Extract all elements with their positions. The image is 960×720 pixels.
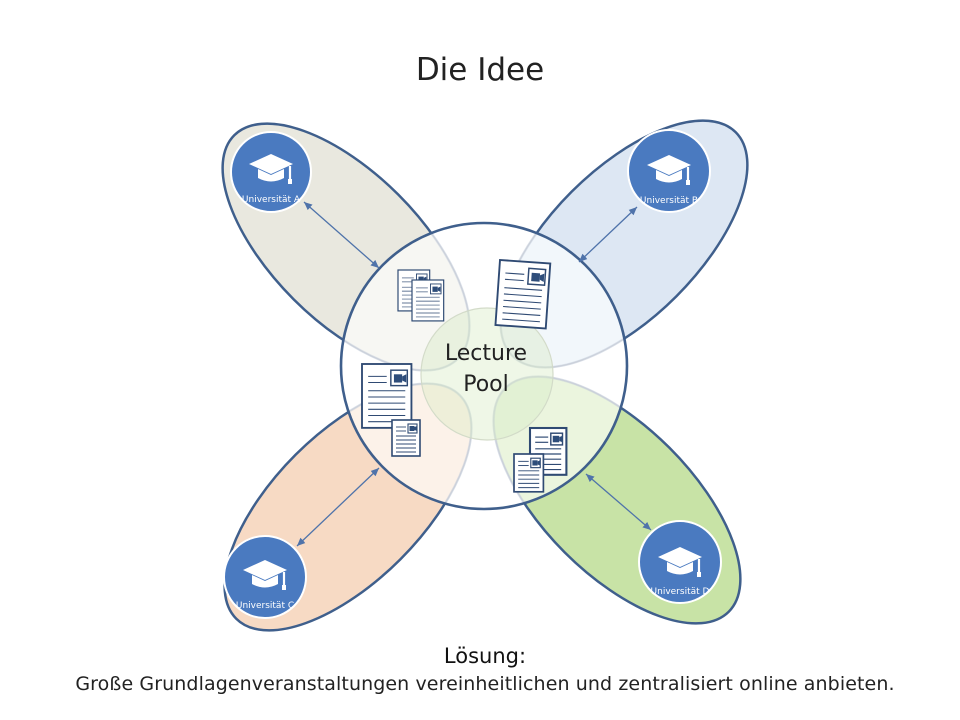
slide-title: Die Idee	[415, 52, 545, 88]
document-video-icon	[513, 453, 545, 493]
universitaet-c-badge[interactable]: Universität C	[223, 535, 307, 619]
universitaet-a-label: Universität A	[242, 195, 301, 205]
universitaet-b-badge[interactable]: Universität B	[627, 129, 711, 213]
double-arrow-icon	[303, 201, 380, 269]
double-arrow-icon	[296, 467, 380, 547]
center-label-line1: Lecture	[445, 341, 527, 366]
double-arrow-icon	[585, 473, 652, 531]
double-arrow-icon	[578, 206, 638, 263]
solution-text: Große Grundlagenveranstaltungen vereinhe…	[75, 673, 895, 695]
universitaet-a-badge[interactable]: Universität A	[230, 131, 312, 213]
universitaet-c-label: Universität C	[236, 601, 294, 611]
universitaet-b-label: Universität B	[640, 196, 698, 206]
document-video-icon	[494, 259, 556, 334]
center-label-line2: Pool	[463, 372, 509, 397]
universitaet-d-label: Universität D	[651, 587, 710, 597]
document-video-icon	[391, 419, 421, 457]
document-video-icon	[411, 279, 447, 325]
solution-heading: Lösung:	[443, 644, 527, 668]
universitaet-d-badge[interactable]: Universität D	[638, 520, 722, 604]
